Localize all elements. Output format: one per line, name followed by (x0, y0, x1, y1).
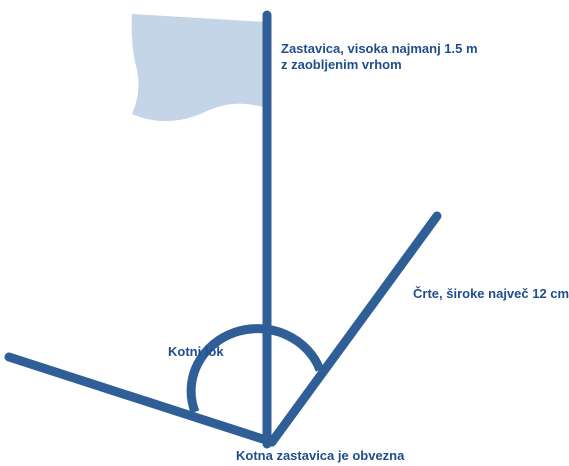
right-boundary-line (267, 211, 442, 447)
line-width-label: Črte, široke največ 12 cm (413, 286, 569, 301)
flag-height-label-line1: Zastavica, visoka najmanj 1.5 m (281, 41, 478, 56)
corner-arc-label: Kotni lok (168, 344, 224, 359)
corner-arc (186, 324, 325, 414)
flag-cloth (131, 14, 266, 122)
corner-diagram (4, 10, 442, 449)
diagram-canvas: Zastavica, visoka najmanj 1.5 m z zaoblj… (4, 10, 569, 463)
corner-flag-mandatory-label: Kotna zastavica je obvezna (236, 448, 405, 463)
flag-height-label-line2: z zaobljenim vrhom (281, 57, 402, 72)
left-boundary-line (4, 352, 277, 447)
